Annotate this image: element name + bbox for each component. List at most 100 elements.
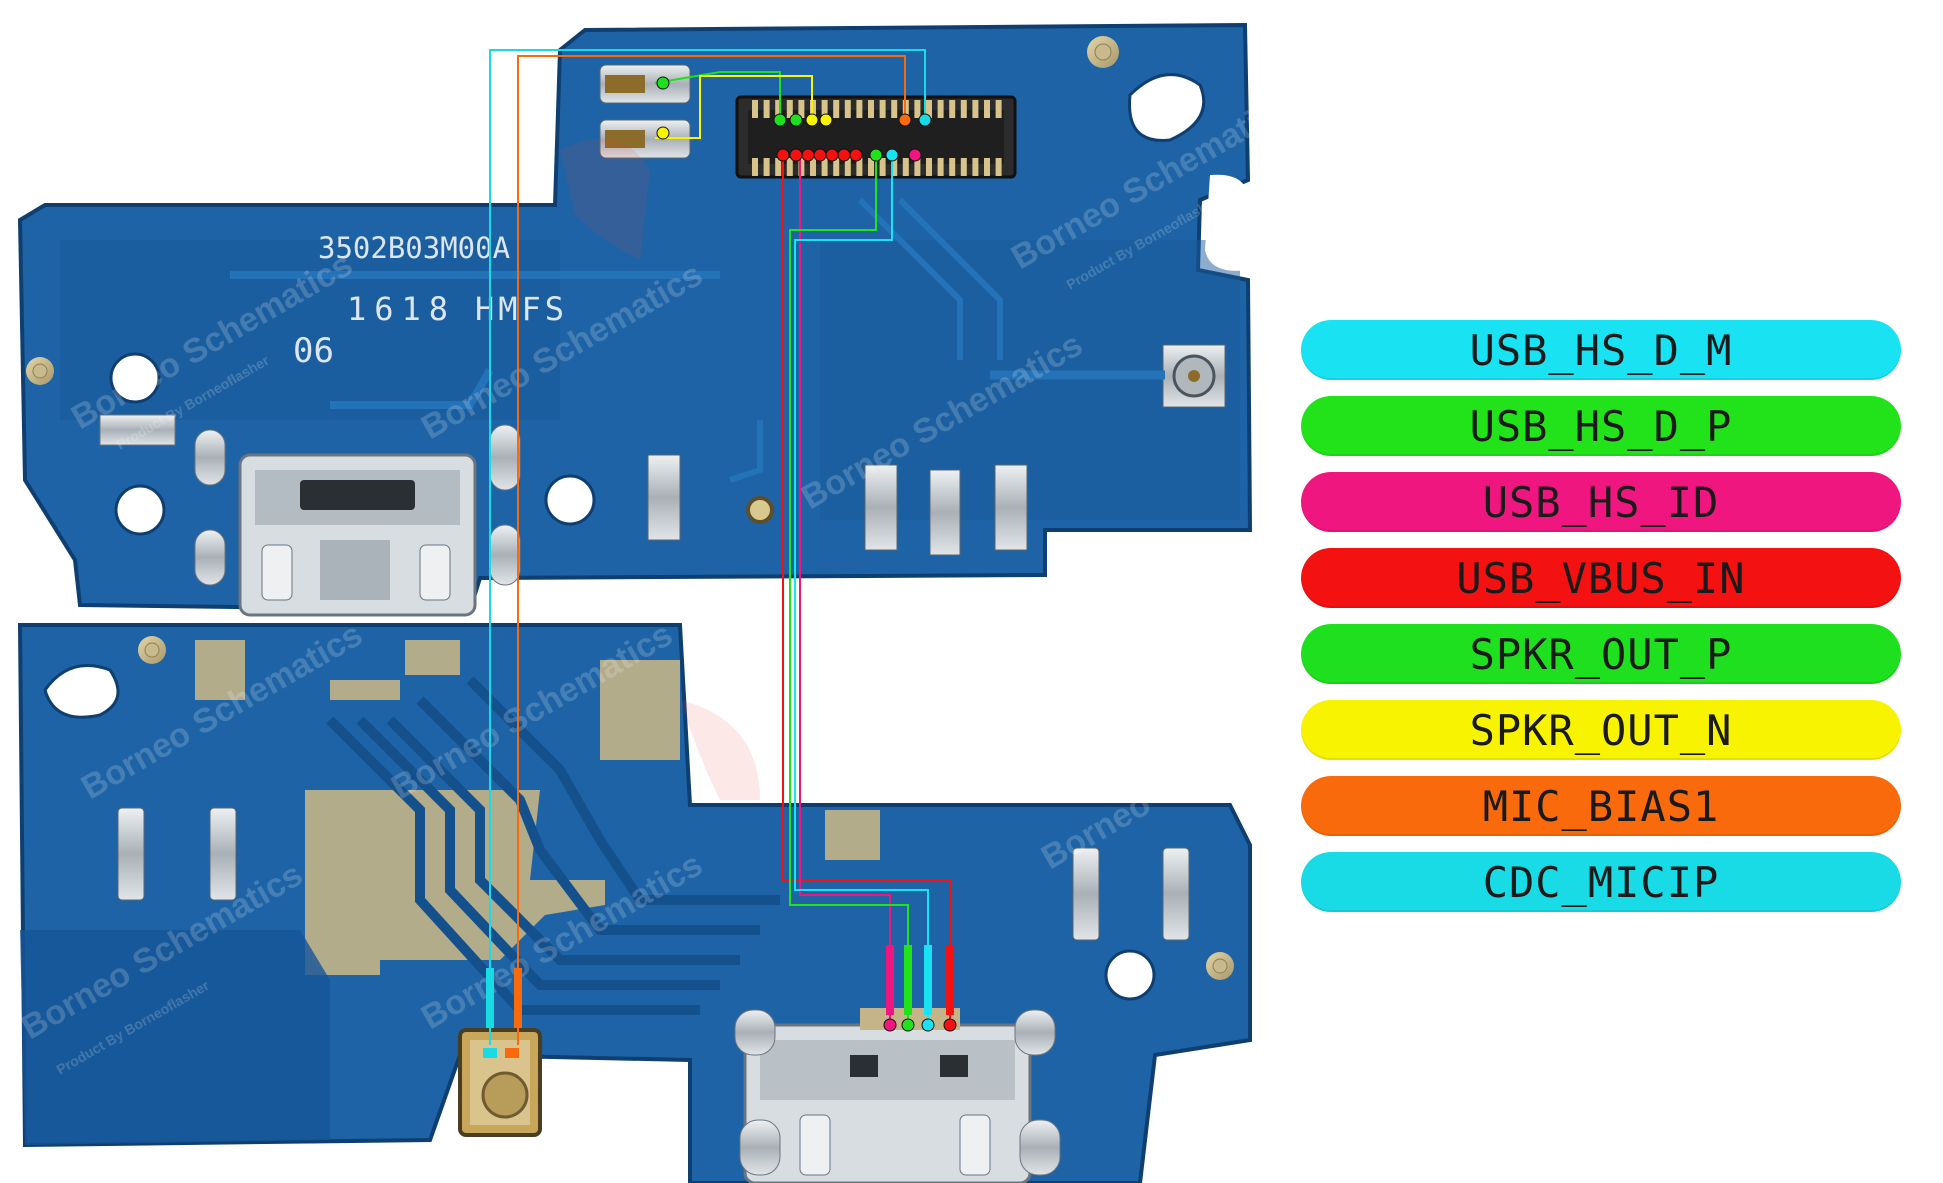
connector-pin (972, 100, 979, 118)
component-pad (864, 464, 898, 551)
signal-dot (801, 148, 815, 162)
connector-pin (902, 158, 909, 176)
board-part-number: 3502B03M00A (318, 231, 510, 265)
copper-pour (405, 640, 460, 675)
usb-connector-top (238, 453, 477, 617)
signal-dot (943, 1018, 957, 1032)
signal-dot (918, 113, 932, 127)
connector-pin (949, 100, 956, 118)
legend-item: CDC_MICIP (1301, 852, 1901, 912)
signal-dot (656, 126, 670, 140)
copper-pour (195, 640, 245, 700)
signal-marker (514, 968, 522, 1028)
top-board: 3502B03M00A 1618 HMFS 06 (17, 22, 1253, 617)
usb-shield-leg (739, 1119, 781, 1176)
pcb-trace (729, 420, 763, 483)
signal-trace (489, 49, 926, 1045)
usb-shield-leg (489, 424, 521, 491)
signal-dot (883, 1018, 897, 1032)
usb-connector-bottom (743, 1023, 1032, 1183)
connector-pin (763, 158, 770, 176)
usb-shield-leg (734, 1009, 776, 1056)
connector-pin (868, 100, 874, 118)
signal-dot (885, 148, 899, 162)
signal-trace (517, 55, 906, 1045)
connector-pin (833, 158, 840, 176)
legend-item: USB_HS_D_P (1301, 396, 1901, 456)
signal-dot (908, 148, 922, 162)
signal-dot (898, 113, 912, 127)
signal-dot (901, 1018, 915, 1032)
legend-item: USB_VBUS_IN (1301, 548, 1901, 608)
legend-label: MIC_BIAS1 (1482, 781, 1720, 831)
usb-shield-leg (1014, 1009, 1056, 1056)
component-pad (929, 469, 961, 556)
copper-pour (600, 660, 680, 760)
signal-dot (805, 113, 819, 127)
signal-dot (819, 113, 833, 127)
mount-hole (1206, 952, 1234, 980)
connector-pin (891, 100, 898, 118)
board-maker: HMFS (475, 290, 568, 328)
rf-antenna-connector (1162, 344, 1226, 408)
hole (114, 484, 166, 536)
component-pad (994, 464, 1028, 551)
connector-pin (937, 100, 944, 118)
microphone (458, 1028, 542, 1137)
connector-pin (844, 100, 851, 118)
board-date-code: 1618 (347, 290, 456, 328)
connector-pin (752, 100, 758, 118)
connector-pin (914, 100, 921, 118)
mount-hole (138, 636, 166, 664)
connector-pin (786, 100, 793, 118)
hole (544, 474, 596, 526)
signal-marker (486, 968, 494, 1028)
connector-pin (972, 158, 979, 176)
legend-item: USB_HS_ID (1301, 472, 1901, 532)
connector-pin (856, 158, 863, 176)
legend-label: SPKR_OUT_N (1469, 705, 1733, 755)
copper-pour (330, 680, 400, 700)
usb-shield-leg (194, 529, 226, 586)
connector-pin (786, 158, 793, 176)
connector-pin (752, 158, 758, 176)
shield-pad (99, 414, 176, 446)
signal-marker (904, 945, 912, 1015)
connector-pin (926, 100, 932, 118)
connector-pin (810, 158, 816, 176)
signal-trace (794, 155, 929, 1020)
hole (109, 352, 161, 404)
legend-item: USB_HS_D_M (1301, 320, 1901, 380)
pcb-trace (857, 197, 963, 360)
hole (1104, 949, 1156, 1001)
connector-pin (960, 100, 967, 118)
signal-dot (789, 113, 803, 127)
board-revision: 06 (293, 331, 334, 371)
signal-trace-overlay (486, 49, 957, 1045)
pcb-trace (897, 197, 1003, 360)
connector-pin (995, 100, 1002, 118)
signal-dot (776, 148, 790, 162)
signal-marker (886, 945, 894, 1015)
signal-marker (946, 945, 954, 1015)
connector-pin (879, 100, 886, 118)
connector-pin (926, 158, 932, 176)
signal-dot (837, 148, 851, 162)
legend-label: CDC_MICIP (1482, 857, 1720, 907)
connector-pin (984, 158, 990, 176)
signal-trace (654, 71, 781, 120)
legend-item: SPKR_OUT_P (1301, 624, 1901, 684)
component (1162, 847, 1190, 941)
connector-pin (995, 158, 1002, 176)
mount-hole (26, 357, 54, 385)
usb-shield-leg (194, 429, 226, 486)
usb-shield-leg (489, 524, 521, 586)
connector-pin (775, 158, 782, 176)
signal-dot (813, 148, 827, 162)
signal-dot (789, 148, 803, 162)
connector-pin (914, 158, 921, 176)
mount-hole (1087, 36, 1119, 68)
signal-legend: USB_HS_D_M USB_HS_D_P USB_HS_ID USB_VBUS_IN… (1301, 320, 1901, 928)
connector-pin (763, 100, 770, 118)
copper-pour (825, 810, 880, 860)
